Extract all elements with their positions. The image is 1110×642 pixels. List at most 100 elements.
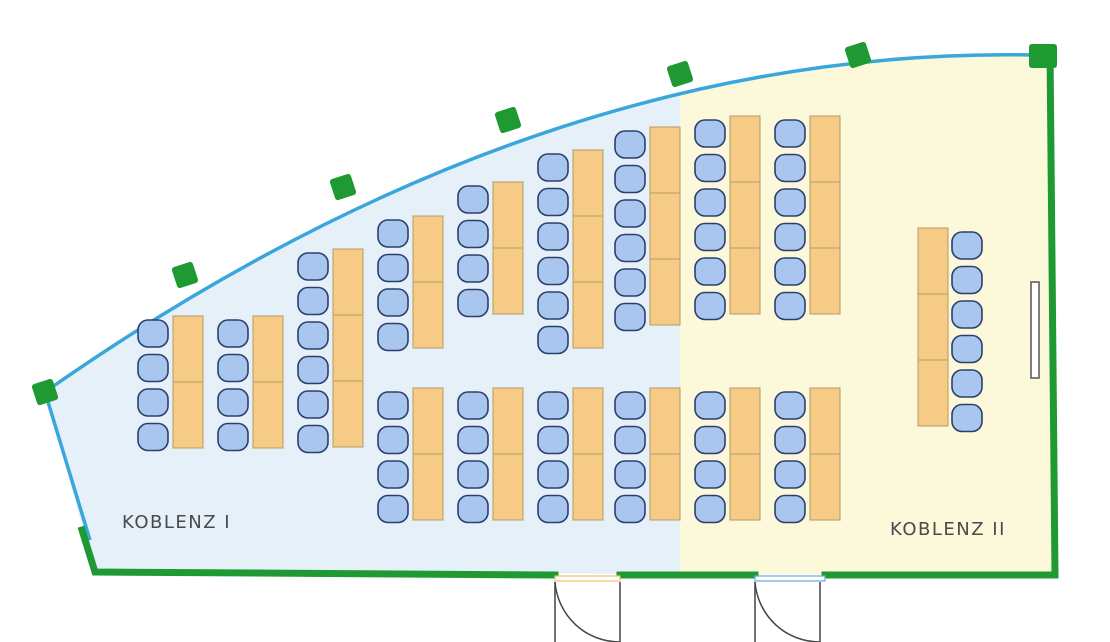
chair-icon xyxy=(297,355,329,385)
room-label-koblenz-ii: KOBLENZ II xyxy=(890,519,1006,540)
furniture xyxy=(137,115,983,524)
table-icon xyxy=(572,387,604,455)
table-icon xyxy=(729,387,761,455)
table-icon xyxy=(729,453,761,521)
chair-icon xyxy=(297,390,329,419)
chair-icon xyxy=(457,185,489,214)
chair-icon xyxy=(774,460,806,489)
chair-icon xyxy=(614,391,646,420)
table-icon xyxy=(252,315,284,383)
chair-icon xyxy=(457,391,489,420)
chair-icon xyxy=(217,353,249,383)
table-icon xyxy=(649,126,681,194)
chair-icon xyxy=(694,391,726,420)
chair-icon xyxy=(951,403,983,433)
chair-icon xyxy=(614,199,646,228)
chair-icon xyxy=(537,187,569,217)
chair-icon xyxy=(614,233,646,263)
door-openings xyxy=(554,575,826,642)
chair-icon xyxy=(377,460,409,489)
table-icon xyxy=(492,181,524,249)
table-icon xyxy=(492,247,524,315)
table-icon xyxy=(412,215,444,283)
chair-icon xyxy=(377,391,409,420)
chair-icon xyxy=(774,291,806,321)
table-icon xyxy=(917,359,949,427)
chair-icon xyxy=(614,164,646,194)
door-icon[interactable] xyxy=(554,575,621,642)
chair-icon xyxy=(137,319,169,348)
table-icon xyxy=(649,453,681,521)
chair-icon xyxy=(217,388,249,417)
table-icon xyxy=(492,453,524,521)
chair-icon xyxy=(537,153,569,182)
table-icon xyxy=(412,387,444,455)
chair-icon xyxy=(537,291,569,320)
chair-icon xyxy=(537,222,569,251)
table-icon xyxy=(649,258,681,326)
chair-icon xyxy=(694,153,726,183)
chair-icon xyxy=(217,319,249,348)
column-icon xyxy=(329,173,357,201)
chair-icon xyxy=(951,334,983,364)
solid-walls xyxy=(77,46,1059,579)
chair-icon xyxy=(694,119,726,148)
room-label-koblenz-i: KOBLENZ I xyxy=(122,512,231,533)
chair-icon xyxy=(297,321,329,350)
table-icon xyxy=(809,387,841,455)
table-icon xyxy=(809,453,841,521)
table-icon xyxy=(649,387,681,455)
column-icon xyxy=(1029,44,1057,68)
table-icon xyxy=(332,314,364,382)
chair-icon xyxy=(537,460,569,489)
chair-icon xyxy=(137,388,169,417)
chair-icon xyxy=(614,268,646,297)
table-icon xyxy=(492,387,524,455)
chair-icon xyxy=(297,424,329,454)
chair-icon xyxy=(537,256,569,286)
chair-icon xyxy=(951,369,983,398)
chair-icon xyxy=(137,422,169,452)
chair-icon xyxy=(694,460,726,489)
table-icon xyxy=(649,192,681,260)
chair-icon xyxy=(614,425,646,455)
table-icon xyxy=(412,453,444,521)
column-icon xyxy=(666,60,694,88)
chair-icon xyxy=(774,494,806,524)
table-icon xyxy=(917,227,949,295)
table-icon xyxy=(809,247,841,315)
chair-icon xyxy=(774,222,806,252)
chair-icon xyxy=(774,119,806,148)
whiteboard-icon xyxy=(1030,281,1040,379)
chair-icon xyxy=(457,219,489,249)
chair-icon xyxy=(377,288,409,317)
chair-icon xyxy=(457,425,489,455)
table-icon xyxy=(572,453,604,521)
table-icon xyxy=(572,215,604,283)
chair-icon xyxy=(951,300,983,329)
chair-icon xyxy=(694,188,726,217)
column-icon xyxy=(31,378,59,406)
chair-icon xyxy=(457,494,489,524)
glass-walls xyxy=(43,52,1036,541)
chair-icon xyxy=(614,494,646,524)
table-icon xyxy=(917,293,949,361)
chair-icon xyxy=(694,425,726,455)
chair-icon xyxy=(377,219,409,248)
chair-icon xyxy=(537,425,569,455)
chair-icon xyxy=(377,494,409,524)
chair-icon xyxy=(694,257,726,286)
chair-icon xyxy=(614,302,646,332)
chair-icon xyxy=(297,252,329,281)
chair-icon xyxy=(774,257,806,286)
chair-icon xyxy=(694,291,726,321)
chair-icon xyxy=(457,254,489,283)
chair-icon xyxy=(377,253,409,283)
chair-icon xyxy=(774,153,806,183)
table-icon xyxy=(729,247,761,315)
chair-icon xyxy=(457,288,489,318)
door-icon[interactable] xyxy=(754,575,826,642)
table-icon xyxy=(729,115,761,183)
chair-icon xyxy=(774,425,806,455)
